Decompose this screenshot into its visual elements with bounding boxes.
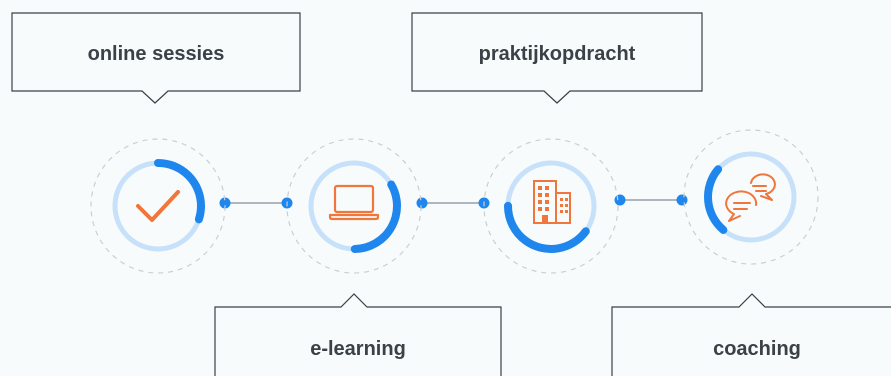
office-building-icon (533, 180, 571, 224)
dashed-outer-ring (90, 138, 226, 274)
callout-label: online sessies (88, 43, 225, 65)
connector-2-3 (416, 197, 490, 209)
connector-dot (614, 194, 626, 206)
callout-praktijkopdracht: praktijkopdracht (411, 12, 703, 104)
connector-3-4 (614, 194, 688, 206)
dashed-outer-ring (286, 138, 422, 274)
connector-dot (676, 194, 688, 206)
callout-label: praktijkopdracht (479, 43, 636, 65)
connector-dot (416, 197, 428, 209)
chat-bubbles-icon (725, 173, 776, 222)
step-e-learning (286, 138, 422, 274)
callout-online-sessies: online sessies (11, 12, 301, 104)
step-online-sessies (90, 138, 226, 274)
connector-dot (219, 197, 231, 209)
dashed-outer-ring (683, 129, 819, 265)
progress-arc (504, 159, 598, 253)
checkmark-icon (136, 190, 180, 222)
laptop-icon (328, 184, 380, 221)
callout-label: coaching (713, 338, 801, 360)
callout-label: e-learning (310, 338, 406, 360)
progress-arc (111, 159, 205, 253)
progress-arc (704, 150, 798, 244)
step-coaching (683, 129, 819, 265)
callout-e-learning: e-learning (214, 293, 502, 376)
connector-1-2 (219, 197, 293, 209)
dashed-outer-ring (483, 138, 619, 274)
callout-coaching: coaching (611, 293, 891, 376)
step-praktijkopdracht (483, 138, 619, 274)
progress-arc (307, 159, 401, 253)
